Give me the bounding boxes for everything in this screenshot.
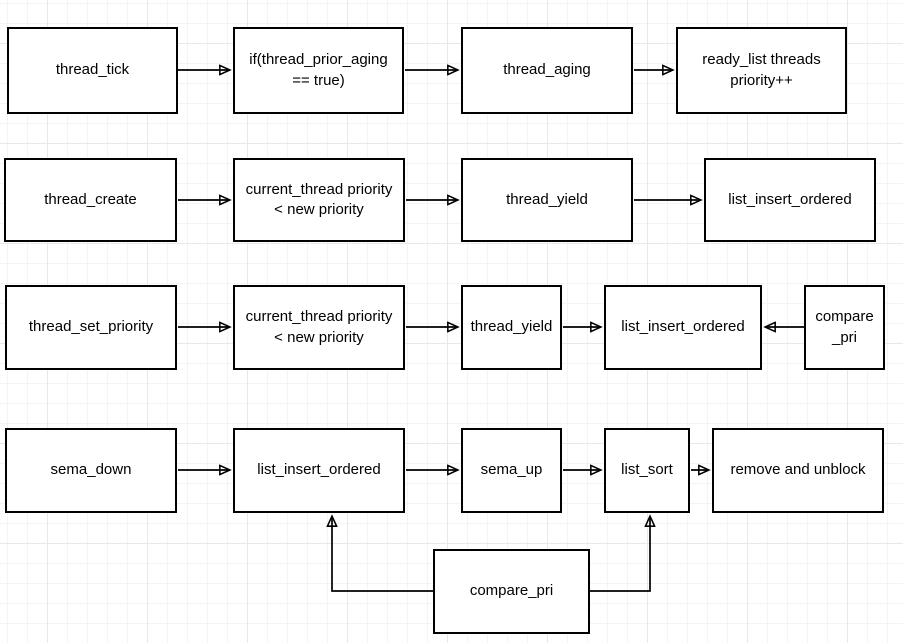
node-current-thread-priority-1-label: current_thread priority < new priority xyxy=(245,180,393,218)
node-thread-yield-2-label: thread_yield xyxy=(470,318,553,336)
node-list-insert-ordered-2-label: list_insert_ordered xyxy=(621,318,745,336)
node-thread-tick-label: thread_tick xyxy=(55,61,130,79)
node-current-thread-priority-1[interactable]: current_thread priority < new priority xyxy=(233,158,405,242)
node-compare-pri-right-label: compare _pri xyxy=(815,308,874,346)
node-list-sort[interactable]: list_sort xyxy=(604,428,690,513)
node-list-insert-ordered-3[interactable]: list_insert_ordered xyxy=(233,428,405,513)
node-sema-up[interactable]: sema_up xyxy=(461,428,562,513)
node-if-thread-prior-aging[interactable]: if(thread_prior_aging == true) xyxy=(233,27,404,114)
node-list-insert-ordered-1[interactable]: list_insert_ordered xyxy=(704,158,876,242)
node-thread-aging-label: thread_aging xyxy=(503,61,591,79)
node-thread-set-priority[interactable]: thread_set_priority xyxy=(5,285,177,370)
node-thread-yield-2[interactable]: thread_yield xyxy=(461,285,562,370)
node-thread-yield-1-label: thread_yield xyxy=(506,190,588,208)
node-thread-aging[interactable]: thread_aging xyxy=(461,27,633,114)
node-thread-create[interactable]: thread_create xyxy=(4,158,177,242)
node-ready-list-priority-label: ready_list threads priority++ xyxy=(702,51,821,89)
node-current-thread-priority-2[interactable]: current_thread priority < new priority xyxy=(233,285,405,370)
node-current-thread-priority-2-label: current_thread priority < new priority xyxy=(245,308,393,346)
node-list-insert-ordered-2[interactable]: list_insert_ordered xyxy=(604,285,762,370)
edge-compare-pri-bottom-to-list-insert-ordered-3[interactable] xyxy=(332,517,433,592)
node-thread-yield-1[interactable]: thread_yield xyxy=(461,158,633,242)
edge-compare-pri-bottom-to-list-sort[interactable] xyxy=(590,517,650,592)
node-sema-down-label: sema_down xyxy=(50,461,132,479)
node-thread-tick[interactable]: thread_tick xyxy=(7,27,178,114)
node-thread-set-priority-label: thread_set_priority xyxy=(28,318,154,336)
node-compare-pri-right[interactable]: compare _pri xyxy=(804,285,885,370)
node-thread-create-label: thread_create xyxy=(44,190,137,208)
node-compare-pri-bottom-label: compare_pri xyxy=(469,582,554,600)
node-sema-down[interactable]: sema_down xyxy=(5,428,177,513)
node-if-thread-prior-aging-label: if(thread_prior_aging == true) xyxy=(249,51,388,89)
node-remove-and-unblock[interactable]: remove and unblock xyxy=(712,428,884,513)
node-list-insert-ordered-1-label: list_insert_ordered xyxy=(728,190,852,208)
node-ready-list-priority[interactable]: ready_list threads priority++ xyxy=(676,27,847,114)
node-sema-up-label: sema_up xyxy=(480,461,543,479)
node-list-sort-label: list_sort xyxy=(621,461,673,479)
node-compare-pri-bottom[interactable]: compare_pri xyxy=(433,549,590,634)
node-list-insert-ordered-3-label: list_insert_ordered xyxy=(257,461,381,479)
node-remove-and-unblock-label: remove and unblock xyxy=(730,461,866,479)
